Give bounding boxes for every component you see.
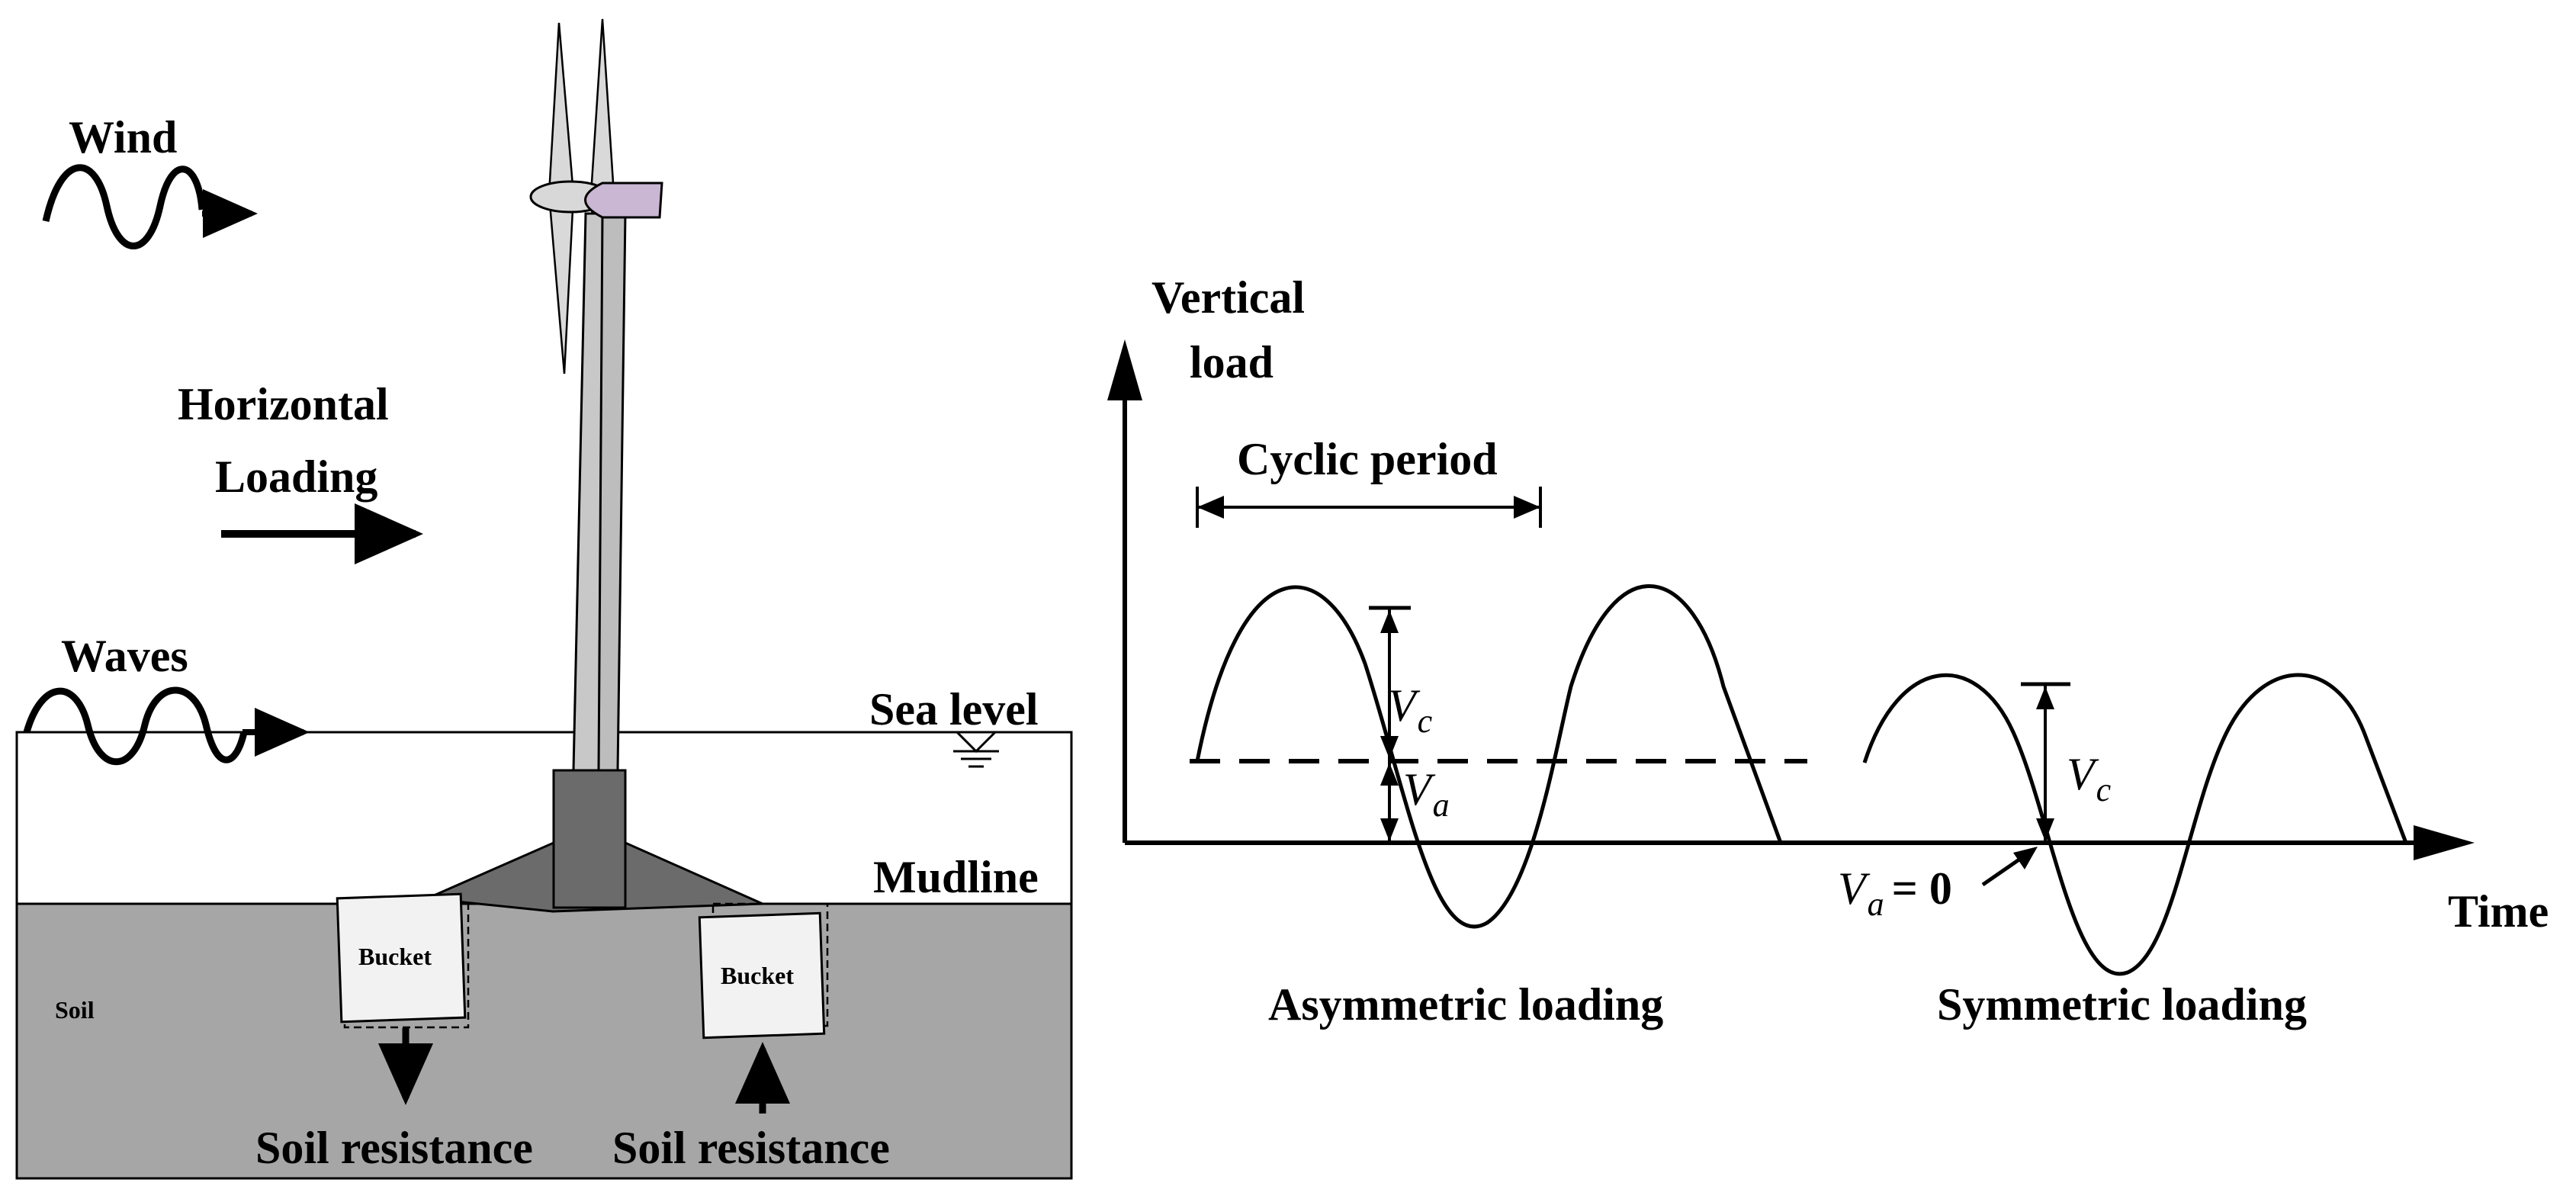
vc-sym-arrowhead-up: [2036, 686, 2054, 709]
va-label: Va: [1403, 764, 1450, 824]
bucket-left: [336, 892, 467, 1024]
asymmetric-loading-label: Asymmetric loading: [1268, 979, 1663, 1030]
soil-region: [15, 902, 1073, 1180]
vc-sym-arrowhead-down: [2036, 818, 2054, 841]
foundation-platform: [422, 840, 763, 913]
vc-label: Vc: [1388, 680, 1433, 740]
bucket-right-label: Bucket: [721, 962, 794, 989]
symmetric-loading-label: Symmetric loading: [1937, 979, 2307, 1030]
loading-label: Loading: [215, 452, 377, 502]
horizontal-label: Horizontal: [178, 379, 389, 429]
y-axis-label-line2: load: [1190, 337, 1274, 387]
wind-label: Wind: [69, 112, 177, 162]
soil-resistance-left-label: Soil resistance: [255, 1123, 533, 1173]
transition-piece: [552, 769, 627, 909]
soil-label: Soil: [55, 996, 95, 1024]
symmetric-load-curve: [1862, 673, 2408, 976]
y-axis-arrowhead: [1107, 339, 1142, 400]
vc-arrowhead-up: [1380, 610, 1399, 633]
asymmetric-load-curve: [1195, 584, 1783, 929]
turbine-nacelle: [584, 182, 663, 219]
right-panel: Vertical load Time Cyclic period Vc Va V…: [1107, 272, 2549, 1030]
bucket-left-label: Bucket: [358, 943, 432, 970]
sea-level-symbol: [953, 731, 999, 768]
x-axis-label: Time: [2448, 886, 2549, 937]
soil-resistance-right-label: Soil resistance: [612, 1123, 890, 1173]
wind-wave-icon: [42, 164, 206, 249]
vc-arrowhead-down: [1380, 736, 1399, 759]
vc-sym-label: Vc: [2067, 749, 2112, 808]
cyclic-period-arrowhead-right: [1514, 496, 1540, 519]
cyclic-period-arrowhead-left: [1197, 496, 1224, 519]
va-zero-pointer-head: [2013, 847, 2038, 869]
cyclic-period-label: Cyclic period: [1237, 434, 1498, 484]
bucket-right: [698, 911, 826, 1040]
va-zero-pointer: [1981, 853, 2026, 887]
va-arrowhead-up: [1380, 763, 1399, 786]
sea-level-label: Sea level: [869, 684, 1039, 734]
y-axis-label-line1: Vertical: [1151, 272, 1305, 323]
mudline-label: Mudline: [873, 852, 1039, 902]
waves-wave-icon: [23, 686, 248, 766]
x-axis-arrowhead: [2414, 825, 2475, 860]
waves-label: Waves: [61, 631, 188, 681]
va-zero-label: Va= 0: [1838, 863, 1952, 923]
left-panel: Wind Horizontal Loading Waves Sea level …: [15, 18, 1073, 1180]
turbine-tower-shadow: [597, 212, 627, 772]
va-arrowhead-down: [1380, 818, 1399, 841]
